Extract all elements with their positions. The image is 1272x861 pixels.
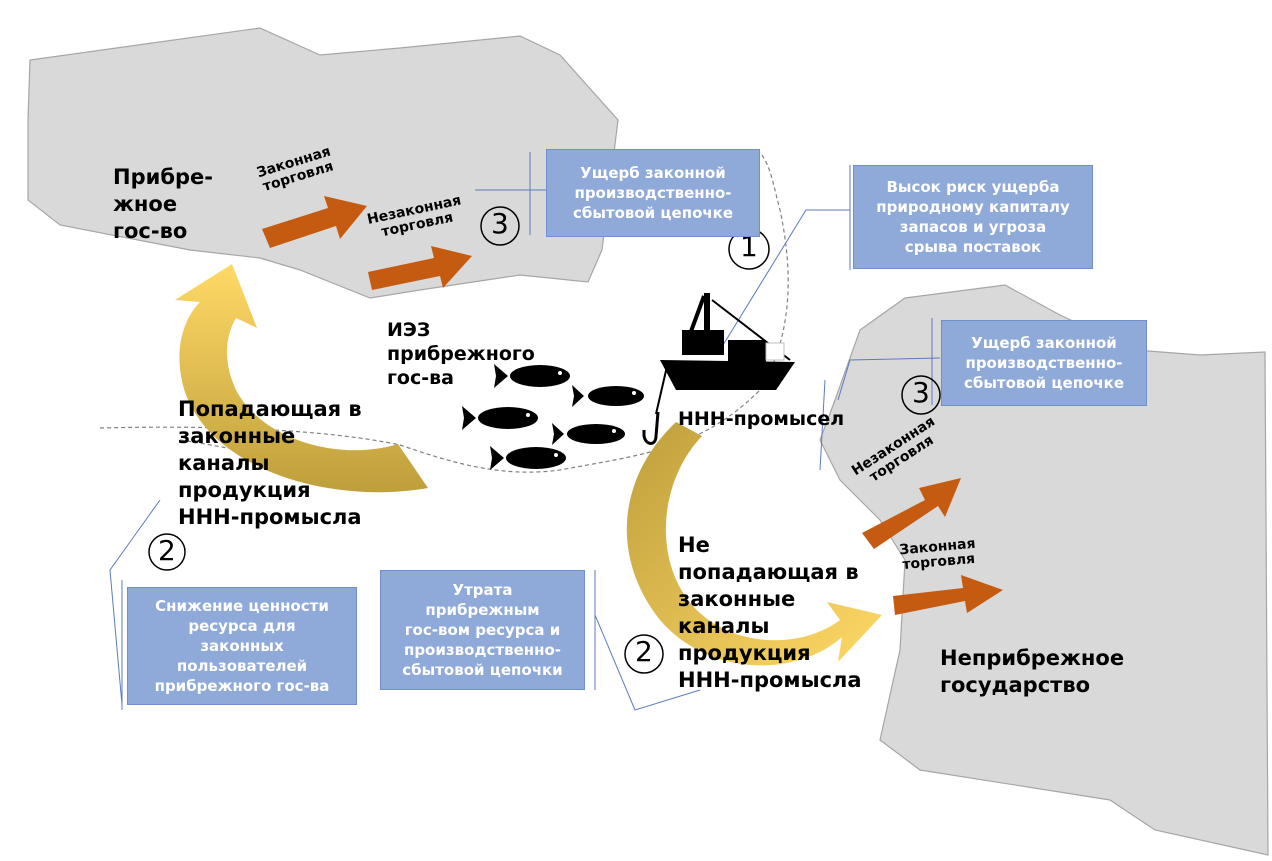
non-legal-channels-label: Не попадающая в законные каналы продукци…	[678, 533, 862, 692]
legal-trade-arrow-right	[893, 575, 1003, 615]
coastal-state-land	[27, 27, 619, 299]
fish-icon-group	[462, 364, 644, 470]
damage-supply-chain-box-top: Ущерб законной производственно- сбытовой…	[546, 149, 760, 237]
resource-value-decline-box: Снижение ценности ресурса для законных п…	[127, 587, 357, 705]
eez-boundary-line	[99, 147, 789, 473]
eez-boundary-line-2	[179, 439, 361, 459]
non-coastal-state-label: Неприбрежное государство	[940, 646, 1125, 697]
legal-channel-curve-arrow	[175, 264, 428, 493]
marker-3-left: 3	[491, 207, 509, 240]
marker-2-left: 2	[158, 534, 176, 567]
illegal-trade-arrow-right	[862, 478, 961, 549]
iuu-fishing-label: ННН-промысел	[678, 408, 845, 430]
damage-supply-chain-box-right: Ущерб законной производственно- сбытовой…	[941, 320, 1147, 406]
marker-2-right: 2	[635, 635, 653, 668]
marker-1: 1	[740, 230, 758, 263]
legal-channels-label: Попадающая в законные каналы продукция Н…	[178, 397, 362, 529]
leader-lines	[109, 152, 941, 711]
illegal-trade-arrow-left	[368, 246, 472, 290]
legal-trade-arrow-left	[262, 196, 367, 248]
eez-label: ИЭЗ прибрежного гос-ва	[387, 319, 535, 389]
resource-risk-box: Высок риск ущерба природному капиталу за…	[853, 165, 1093, 269]
coastal-state-label: Прибре- жное гос-во	[113, 165, 213, 243]
fishing-vessel-icon	[642, 293, 795, 445]
marker-circles	[148, 206, 941, 674]
illegal-channel-curve-arrow	[626, 422, 882, 666]
resource-loss-box: Утрата прибрежным гос-вом ресурса и прои…	[380, 570, 585, 690]
marker-3-right: 3	[912, 376, 930, 409]
